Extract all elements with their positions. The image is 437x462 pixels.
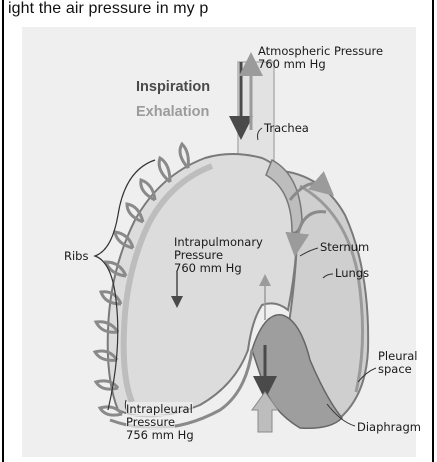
intrapleural-label-2: Pressure xyxy=(126,415,175,429)
intrapulmonary-label-2: Pressure xyxy=(174,248,223,262)
diaphragm-label: Diaphragm xyxy=(357,420,421,434)
atmospheric-pressure-title: Atmospheric Pressure xyxy=(258,44,383,58)
intrapleural-label-1: Intrapleural xyxy=(126,402,193,416)
sternum-label: Sternum xyxy=(320,240,369,254)
intrapleural-label-3: 756 mm Hg xyxy=(126,428,194,442)
pleural-space-label-1: Pleural xyxy=(378,349,417,363)
trachea-label: Trachea xyxy=(264,121,309,135)
intrapulmonary-label-3: 760 mm Hg xyxy=(174,261,242,275)
inspiration-label: Inspiration xyxy=(136,80,210,94)
atmospheric-pressure-value: 760 mm Hg xyxy=(258,57,326,71)
pleural-space-label-2: space xyxy=(378,362,412,376)
ribs-label: Ribs xyxy=(64,249,88,263)
lungs-label: Lungs xyxy=(335,266,369,280)
exhalation-label: Exhalation xyxy=(136,105,209,119)
intrapulmonary-label-1: Intrapulmonary xyxy=(174,235,263,249)
